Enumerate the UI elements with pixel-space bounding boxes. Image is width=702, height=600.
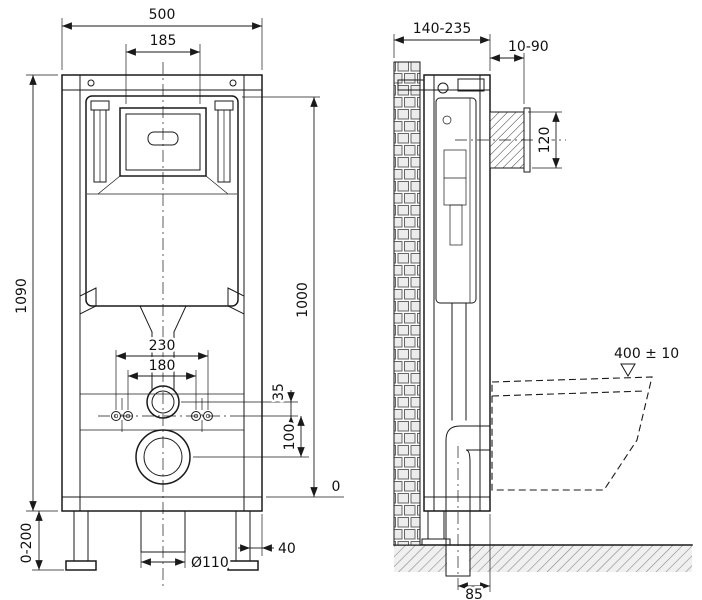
dim-offset-35-label: 35 <box>271 383 287 401</box>
dim-bolt-spacing-180: 180 <box>127 356 197 410</box>
flush-plate <box>119 107 207 177</box>
dim-foot-adjust-0-200: 0-200 <box>17 511 64 571</box>
cistern-front <box>85 95 239 307</box>
dim-drain-diameter-label: Ø110 <box>191 555 229 571</box>
dim-offset-100: 100 <box>193 416 309 458</box>
dim-depth-range-label: 140-235 <box>413 21 472 37</box>
dim-plate-depth-10-90: 10-90 <box>490 37 551 104</box>
dim-edge-offset-40: 40 <box>238 514 298 560</box>
frame-outline <box>61 74 263 512</box>
dim-flush-axis-label: 1000 <box>295 282 311 318</box>
flush-pipe-front <box>139 305 187 391</box>
front-view <box>61 62 263 588</box>
drain-pipe-front <box>140 510 186 553</box>
dim-edge-offset-label: 40 <box>278 541 296 557</box>
dim-plate-width-label: 185 <box>150 33 177 49</box>
floor-hatch <box>394 545 692 572</box>
dim-foot-adjust-label: 0-200 <box>19 523 35 564</box>
dim-depth-140-235: 140-235 <box>393 19 491 71</box>
dim-offset-35: 35 <box>181 381 298 428</box>
wc-bowl-outline <box>491 376 653 491</box>
wall-tile-column <box>393 61 421 546</box>
mounting-wings <box>79 287 245 315</box>
dim-height-1090: 1090 <box>12 74 58 512</box>
dim-bolt-outer-label: 230 <box>149 338 176 354</box>
side-brackets <box>90 100 234 183</box>
dim-bolt-spacing-230: 230 <box>115 336 209 410</box>
adjustable-feet <box>65 510 259 571</box>
frame-side-profile <box>397 74 491 512</box>
drain-bend-side <box>445 425 491 592</box>
flush-button <box>147 131 179 146</box>
dim-front-width-label: 500 <box>149 7 176 23</box>
side-view-dimensions: 140-235 10-90 120 400 ± 10 85 <box>393 19 682 600</box>
front-view-dimensions: 500 185 1090 100 0 230 <box>12 5 344 574</box>
frame-foot-side <box>421 510 451 546</box>
flush-elbow-circle <box>146 385 180 419</box>
dim-actuator-height-label: 120 <box>537 127 553 154</box>
dim-plate-width-185: 185 <box>125 31 201 104</box>
cistern-side <box>435 97 477 421</box>
dim-bolt-inner-label: 180 <box>149 358 176 374</box>
dim-height-total-label: 1090 <box>14 278 30 314</box>
dim-bowl-rim-height-label: 400 ± 10 <box>614 346 679 362</box>
dim-outlet-offset-label: 85 <box>465 587 483 600</box>
dim-offset-100-label: 100 <box>282 424 298 451</box>
dim-bowl-rim-height: 400 ± 10 <box>612 344 682 377</box>
zero-level-label: 0 <box>332 479 341 495</box>
dim-drain-diameter: Ø110 <box>140 552 231 574</box>
drain-outlet-circle <box>135 429 191 485</box>
dim-outlet-offset-85: 85 <box>458 514 491 600</box>
dim-front-width-500: 500 <box>61 5 263 70</box>
side-view <box>393 61 693 592</box>
wall-anchor-rod <box>397 79 425 91</box>
dim-actuator-height-120: 120 <box>528 111 562 169</box>
fixing-bolts <box>111 411 213 421</box>
datum-triangle-icon <box>620 363 636 377</box>
dim-plate-depth-label: 10-90 <box>508 39 549 55</box>
dim-flush-axis-1000: 100 0 <box>242 96 344 498</box>
